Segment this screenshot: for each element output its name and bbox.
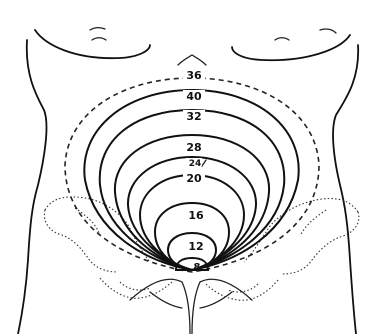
groin-lines	[130, 279, 252, 334]
breast-left	[35, 28, 150, 59]
week-label-28: 28	[186, 141, 201, 154]
week-label-24: 24	[189, 159, 202, 169]
week-label-20: 20	[186, 172, 202, 185]
week-label-12: 12	[188, 240, 203, 253]
week-label-16: 16	[188, 209, 204, 222]
sternum-mark	[178, 55, 206, 65]
week-label-36: 36	[186, 69, 202, 82]
breast-right	[232, 29, 350, 60]
torso-outline	[18, 40, 358, 334]
week-label-40: 40	[186, 90, 202, 103]
week-label-32: 32	[186, 110, 201, 123]
week-label-8: 8	[194, 262, 201, 273]
week-labels: 36 40 32 28 24 20 16 12 8	[183, 69, 205, 273]
